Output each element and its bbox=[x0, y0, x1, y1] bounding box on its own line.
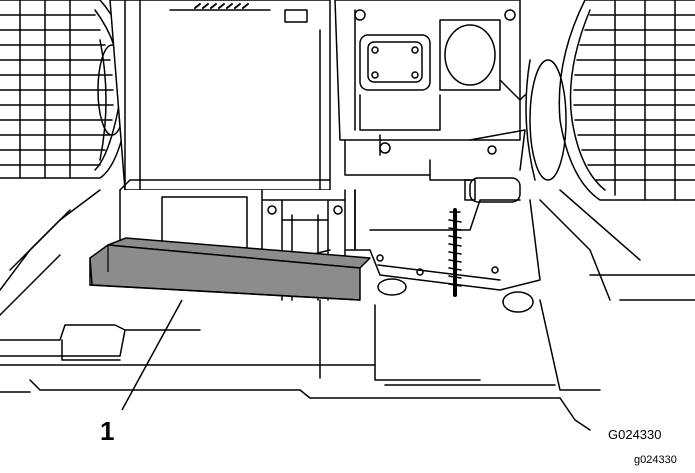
callout-leader-line bbox=[121, 299, 183, 411]
callout-number: 1 bbox=[100, 416, 115, 446]
caster-linkage bbox=[354, 177, 541, 313]
right-tire bbox=[525, 0, 695, 201]
wood-block bbox=[89, 237, 371, 301]
figure-id: g024330 bbox=[634, 454, 677, 466]
figure-code: G024330 bbox=[608, 427, 662, 442]
ground-platform bbox=[0, 174, 695, 431]
engine-assembly bbox=[334, 0, 526, 181]
left-tire bbox=[0, 0, 132, 179]
